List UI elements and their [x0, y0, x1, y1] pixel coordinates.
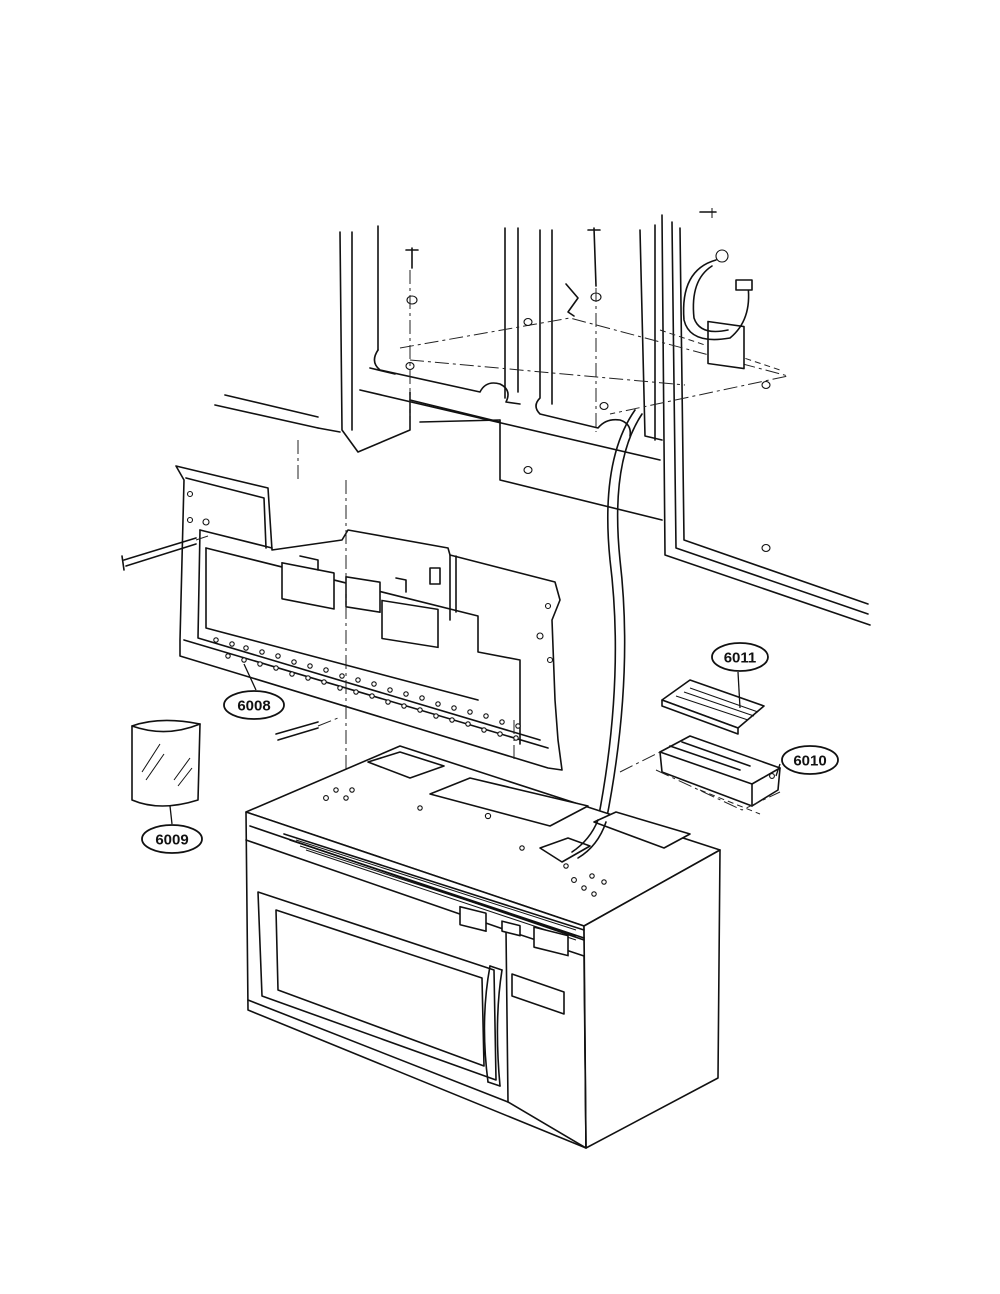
- callout-6011-label: 6011: [724, 650, 757, 667]
- duct-parts: [619, 679, 781, 815]
- callout-6010-label: 6010: [793, 753, 826, 770]
- callout-6011: 6011: [711, 642, 769, 709]
- callout-6010: 6010: [775, 745, 839, 777]
- callout-6009: 6009: [141, 805, 203, 854]
- bag: [131, 719, 201, 807]
- wall-cabinet-structure: [214, 208, 871, 823]
- callout-6008-label: 6008: [237, 698, 270, 715]
- mounting-plate: [121, 440, 563, 790]
- plate-hole-pattern: [186, 490, 554, 741]
- callout-6009-label: 6009: [155, 832, 188, 849]
- microwave-oven: [245, 745, 721, 1149]
- callout-6008: 6008: [223, 663, 285, 720]
